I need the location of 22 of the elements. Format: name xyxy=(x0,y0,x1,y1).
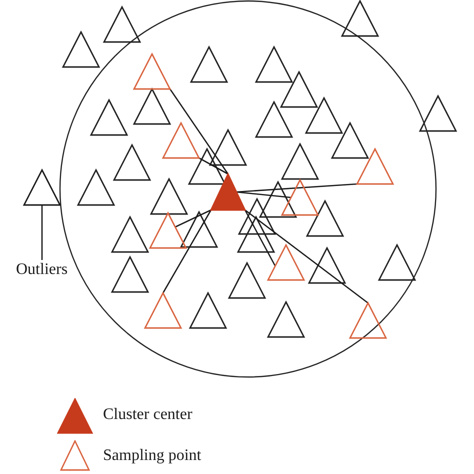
connector-line xyxy=(174,209,212,228)
sampling-point-marker xyxy=(144,291,182,329)
sampling-point-marker xyxy=(132,52,172,90)
connector-line xyxy=(198,157,228,175)
callout-label: Outliers xyxy=(16,260,68,280)
connector-line xyxy=(244,209,368,304)
outlier-marker xyxy=(22,168,62,206)
connector-line xyxy=(244,210,276,266)
connector-line xyxy=(236,191,292,198)
sampling-point-marker xyxy=(162,121,200,159)
sampling-point-marker xyxy=(280,178,320,216)
legend-text: Sampling point xyxy=(103,446,202,466)
leader-line xyxy=(41,205,43,260)
legend-text: Cluster center xyxy=(103,405,192,424)
connector-line xyxy=(162,210,212,294)
sampling-point-marker xyxy=(148,211,188,249)
sampling-point-marker xyxy=(356,147,394,185)
sampling-point-marker xyxy=(266,243,306,281)
connector-line xyxy=(169,88,229,174)
connector-line xyxy=(236,183,358,193)
cluster-center-marker xyxy=(210,172,246,211)
sampling-point-marker xyxy=(348,301,388,339)
